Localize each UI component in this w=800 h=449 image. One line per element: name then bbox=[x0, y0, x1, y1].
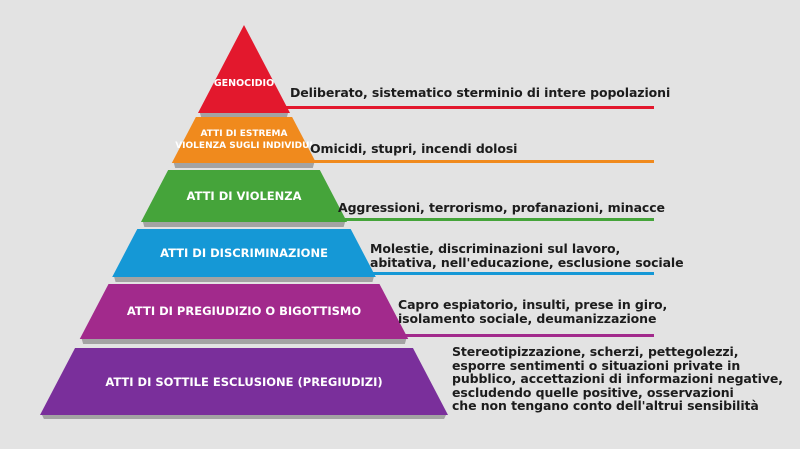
tier-sottile-esclusione bbox=[40, 348, 448, 415]
description-line: Deliberato, sistematico sterminio di int… bbox=[290, 85, 671, 100]
tier-estrema-violenza bbox=[171, 117, 317, 163]
description-line: pubblico, accettazioni di informazioni n… bbox=[452, 371, 783, 386]
tier-violenza bbox=[140, 170, 348, 222]
underline-estrema-violenza bbox=[302, 160, 654, 163]
description-line: Molestie, discriminazioni sul lavoro, bbox=[370, 241, 621, 256]
tier-label-discriminazione: ATTI DI DISCRIMINAZIONE bbox=[160, 246, 328, 260]
tier-label-violenza: ATTI DI VIOLENZA bbox=[186, 189, 301, 203]
description-line: Capro espiatorio, insulti, prese in giro… bbox=[398, 297, 668, 312]
description-genocidio: Deliberato, sistematico sterminio di int… bbox=[290, 86, 670, 100]
underline-violenza bbox=[330, 218, 654, 221]
tier-shadow bbox=[114, 277, 374, 282]
description-line: che non tengano conto dell'altrui sensib… bbox=[452, 398, 759, 413]
description-sottile-esclusione: Stereotipizzazione, scherzi, pettegolezz… bbox=[452, 345, 783, 413]
description-line: isolamento sociale, deumanizzazione bbox=[398, 310, 657, 326]
description-line: Omicidi, stupri, incendi dolosi bbox=[310, 141, 518, 156]
tier-label-pregiudizio: ATTI DI PREGIUDIZIO O BIGOTTISMO bbox=[127, 304, 361, 318]
description-line: esporre sentimenti o situazioni private … bbox=[452, 357, 741, 373]
tier-shadow bbox=[173, 163, 315, 168]
underline-pregiudizio bbox=[392, 334, 654, 337]
description-line: Aggressioni, terrorismo, profanazioni, m… bbox=[338, 200, 665, 215]
description-estrema-violenza: Omicidi, stupri, incendi dolosi bbox=[310, 142, 517, 156]
description-line: Stereotipizzazione, scherzi, pettegolezz… bbox=[452, 344, 739, 359]
tier-shadow bbox=[199, 113, 289, 118]
tier-genocidio bbox=[197, 25, 291, 113]
description-line: abitativa, nell'educazione, esclusione s… bbox=[370, 254, 684, 270]
description-line: escludendo quelle positive, osservazioni bbox=[452, 384, 734, 400]
underline-genocidio bbox=[284, 106, 654, 109]
tier-label-sottile-esclusione: ATTI DI SOTTILE ESCLUSIONE (PREGIUDIZI) bbox=[105, 375, 382, 389]
underline-discriminazione bbox=[364, 272, 654, 275]
tier-shadow bbox=[81, 339, 407, 344]
description-violenza: Aggressioni, terrorismo, profanazioni, m… bbox=[338, 201, 665, 215]
tier-shadow bbox=[142, 222, 346, 227]
description-discriminazione: Molestie, discriminazioni sul lavoro,abi… bbox=[370, 241, 684, 270]
tier-label-estrema-violenza: VIOLENZA SUGLI INDIVIDUI bbox=[175, 141, 313, 151]
description-pregiudizio: Capro espiatorio, insulti, prese in giro… bbox=[398, 298, 667, 325]
tier-pregiudizio bbox=[79, 284, 409, 339]
tier-label-estrema-violenza: ATTI DI ESTREMA bbox=[201, 129, 288, 139]
tier-shadow bbox=[42, 415, 446, 419]
tier-label-genocidio: GENOCIDIO bbox=[214, 78, 274, 89]
tier-discriminazione bbox=[112, 229, 376, 277]
